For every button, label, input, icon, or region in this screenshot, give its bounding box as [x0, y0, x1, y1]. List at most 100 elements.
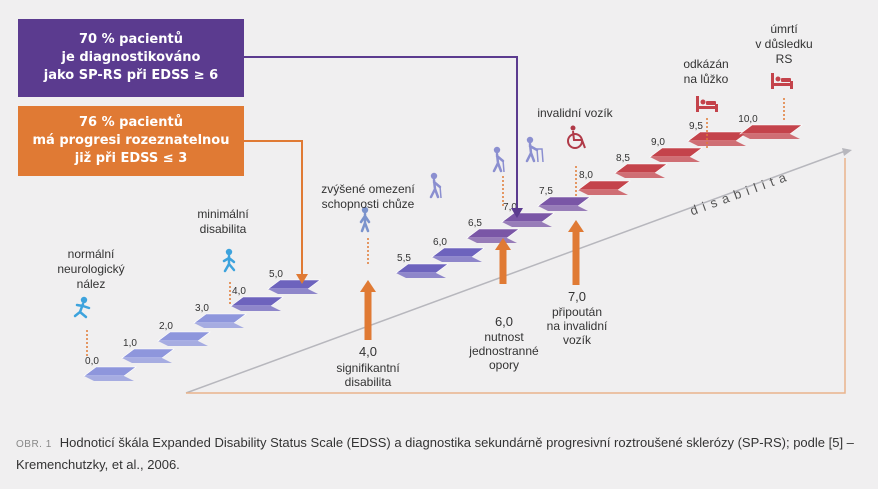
- step-bar: [466, 228, 520, 239]
- orange-box-line-2: má progresi rozeznatelnou: [32, 133, 230, 148]
- step-bar: [649, 147, 703, 158]
- step-bar-shadow: [432, 257, 482, 262]
- step-bar-shadow: [467, 238, 517, 243]
- death-label: v důsledku: [755, 37, 812, 51]
- step-label: 9,0: [651, 137, 665, 148]
- walking-limitation-label: schopnosti chůze: [322, 197, 415, 211]
- step-bar-shadow: [688, 141, 746, 146]
- edss-4-description: signifikantní: [336, 361, 400, 375]
- axis-arrowhead: [842, 148, 852, 156]
- step-bar-shadow: [538, 206, 588, 211]
- step-bar-shadow: [268, 289, 318, 294]
- step-bar: [157, 331, 211, 342]
- purple-connector-line: [244, 56, 518, 210]
- purple-arrowhead: [511, 208, 523, 218]
- guide-frame-line: [186, 158, 846, 394]
- edss-6-description: nutnost: [484, 330, 524, 344]
- step-bar: [395, 263, 449, 274]
- step-bar: [83, 366, 137, 377]
- step-bar-shadow: [650, 157, 700, 162]
- step-label: 8,5: [616, 153, 630, 164]
- step-bar: [431, 247, 485, 258]
- step-bar: [230, 296, 284, 307]
- caption-label: OBR. 1: [16, 439, 52, 450]
- edss-6-description: opory: [489, 358, 519, 372]
- step-bar-shadow: [615, 173, 665, 178]
- step-label: 7,0: [503, 202, 517, 213]
- significance-arrow-head: [495, 238, 511, 250]
- edss-7-description: na invalidní: [547, 319, 608, 333]
- normal-finding-label: neurologický: [57, 262, 124, 276]
- step-bar-shadow: [502, 222, 552, 227]
- edss-6-value: 6,0: [495, 314, 513, 329]
- step-bar-shadow: [396, 273, 446, 278]
- significance-arrow-shaft: [364, 290, 372, 340]
- minimal-disability-label: disabilita: [200, 222, 247, 236]
- significance-arrow-shaft: [572, 230, 580, 285]
- edss-6-description: jednostranné: [468, 344, 539, 358]
- significance-arrow-head: [568, 220, 584, 232]
- step-label: 1,0: [123, 338, 137, 349]
- wheelchair-icon: [567, 125, 586, 149]
- step-label: 6,0: [433, 237, 447, 248]
- step-label: 10,0: [738, 114, 758, 125]
- walking-limitation-label: zvýšené omezení: [321, 182, 415, 196]
- purple-info-box: 70 % pacientů je diagnostikováno jako SP…: [18, 19, 244, 97]
- step-bar: [193, 313, 247, 324]
- step-bar: [687, 131, 749, 142]
- step-label: 6,5: [468, 218, 482, 229]
- axis-label: d i s a b i l i t a: [688, 169, 789, 218]
- orange-connector-line: [244, 140, 303, 276]
- running-person-icon: [73, 296, 91, 319]
- step-label: 7,5: [539, 186, 553, 197]
- standing-person-icon: [359, 206, 371, 233]
- step-bar: [121, 348, 175, 359]
- purple-box-line-1: 70 % pacientů: [79, 32, 183, 47]
- step-bar-shadow: [158, 341, 208, 346]
- purple-box-line-2: je diagnostikováno: [61, 50, 201, 65]
- walking-person-icon: [222, 248, 236, 273]
- wheelchair-label: invalidní vozík: [537, 106, 613, 120]
- step-label: 9,5: [689, 121, 703, 132]
- cane-person-icon: [429, 172, 442, 199]
- edss-7-value: 7,0: [568, 289, 586, 304]
- step-bar: [614, 163, 668, 174]
- walker-person-icon: [525, 136, 544, 163]
- normal-finding-label: nález: [77, 277, 106, 291]
- edss-7-description: vozík: [563, 333, 592, 347]
- edss-4-value: 4,0: [359, 344, 377, 359]
- purple-box-line-3: jako SP-RS při EDSS ≥ 6: [43, 68, 219, 83]
- step-bar-shadow: [231, 306, 281, 311]
- normal-finding-label: normální: [68, 247, 115, 261]
- step-bar: [739, 124, 803, 135]
- step-label: 5,5: [397, 253, 411, 264]
- step-bar-shadow: [740, 134, 800, 139]
- edss-7-description: připoután: [552, 305, 602, 319]
- cane-person-icon: [492, 146, 505, 173]
- edss-4-description: disabilita: [345, 375, 392, 389]
- orange-box-line-1: 76 % pacientů: [79, 115, 183, 130]
- death-label: úmrtí: [770, 22, 798, 36]
- step-label: 2,0: [159, 321, 173, 332]
- step-label: 0,0: [85, 356, 99, 367]
- orange-box-line-3: již při EDSS ≤ 3: [74, 151, 188, 166]
- orange-arrowhead: [296, 274, 308, 284]
- step-label: 4,0: [232, 286, 246, 297]
- step-bar-shadow: [122, 358, 172, 363]
- step-label: 8,0: [579, 170, 593, 181]
- step-bar-shadow: [84, 376, 134, 381]
- bed-icon: [771, 73, 793, 89]
- death-label: RS: [776, 52, 793, 66]
- disability-axis-line: [185, 149, 849, 394]
- step-bar: [267, 279, 321, 290]
- step-label: 5,0: [269, 269, 283, 280]
- orange-info-box: 76 % pacientů má progresi rozeznatelnou …: [18, 106, 244, 176]
- step-bar-shadow: [578, 190, 628, 195]
- caption-text: Hodnoticí škála Expanded Disability Stat…: [16, 435, 854, 472]
- step-bar: [501, 212, 555, 223]
- step-bar-shadow: [194, 323, 244, 328]
- significance-arrow-head: [360, 280, 376, 292]
- step-label: 3,0: [195, 303, 209, 314]
